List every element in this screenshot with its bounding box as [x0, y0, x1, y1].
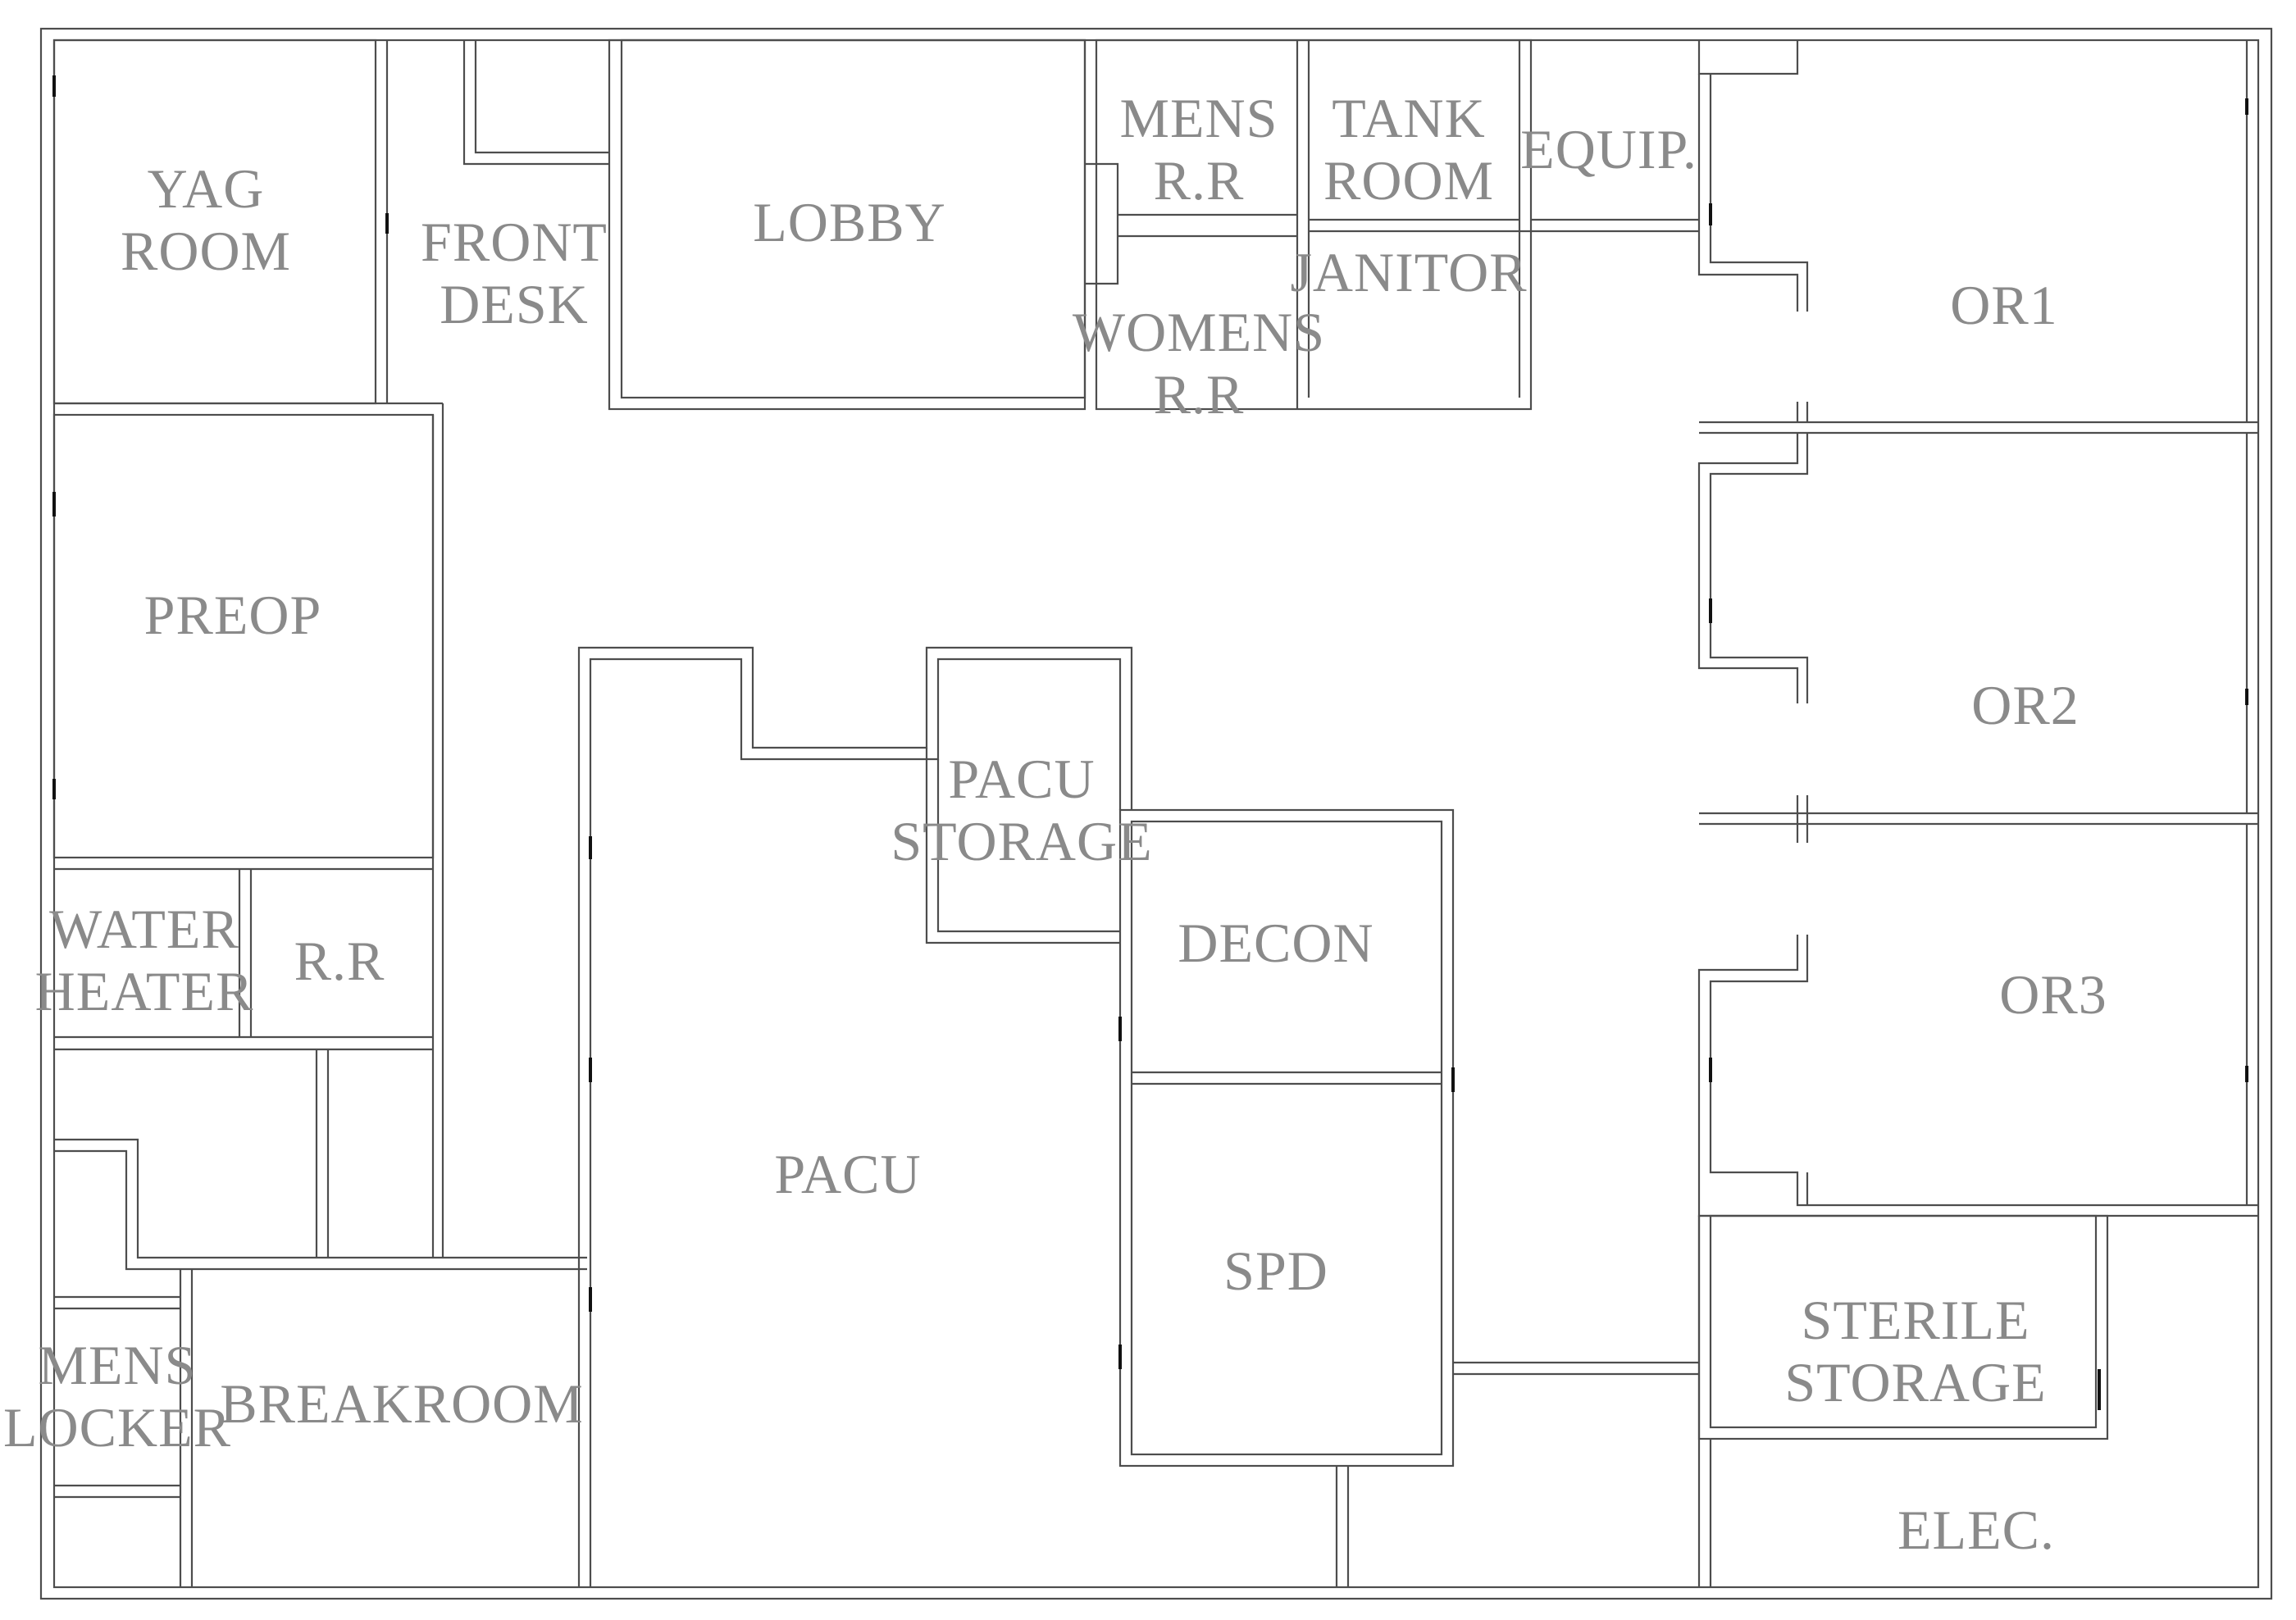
- room-label-pacu: PACU: [774, 1143, 922, 1205]
- room-label-preop: PREOP: [144, 584, 322, 646]
- room-label-equip: EQUIP.: [1520, 118, 1697, 180]
- room-label-or3: OR3: [1999, 963, 2107, 1026]
- room-label-rr: R.R: [294, 930, 385, 992]
- wall-lines: [39, 27, 2273, 1600]
- room-label-decon: DECON: [1178, 912, 1374, 974]
- room-label-elec: ELEC.: [1897, 1499, 2055, 1561]
- room-label-or2: OR2: [1971, 674, 2080, 736]
- room-label-breakroom: BREAKROOM: [220, 1372, 584, 1435]
- room-label-spd: SPD: [1223, 1240, 1328, 1302]
- door-marks: [52, 75, 2248, 1410]
- room-label-or1: OR1: [1950, 274, 2058, 336]
- room-label-lobby: LOBBY: [753, 191, 946, 253]
- room-label-janitor: JANITOR: [1290, 241, 1528, 303]
